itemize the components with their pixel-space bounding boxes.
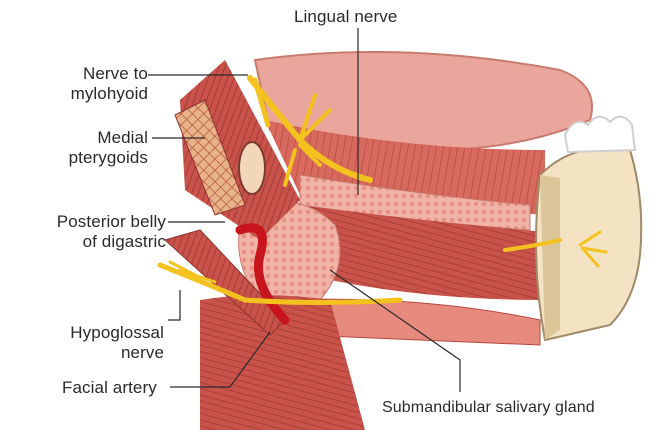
- label-medial-pterygoids-line2: pterygoids: [60, 148, 148, 168]
- label-posterior-belly-of-digastric: Posterior belly of digastric: [2, 212, 166, 252]
- label-hypoglossal-line1: Hypoglossal: [2, 323, 164, 343]
- label-submandibular-salivary-gland: Submandibular salivary gland: [382, 398, 595, 418]
- label-nerve-to-mylohyoid: Nerve to mylohyoid: [60, 64, 148, 104]
- tooth: [565, 117, 635, 152]
- label-nerve-to-mylohyoid-line2: mylohyoid: [60, 84, 148, 104]
- leader-hypoglossal-nerve: [168, 290, 180, 320]
- label-facial-artery: Facial artery: [62, 378, 157, 398]
- label-medial-pterygoids: Medial pterygoids: [60, 128, 148, 168]
- mandible-cut: [239, 142, 265, 194]
- label-posterior-belly-line1: Posterior belly: [2, 212, 166, 232]
- label-hypoglossal-line2: nerve: [2, 343, 164, 363]
- label-lingual-nerve: Lingual nerve: [294, 7, 397, 27]
- label-medial-pterygoids-line1: Medial: [60, 128, 148, 148]
- label-hypoglossal-nerve: Hypoglossal nerve: [2, 323, 164, 363]
- label-posterior-belly-line2: of digastric: [2, 232, 166, 252]
- label-nerve-to-mylohyoid-line1: Nerve to: [60, 64, 148, 84]
